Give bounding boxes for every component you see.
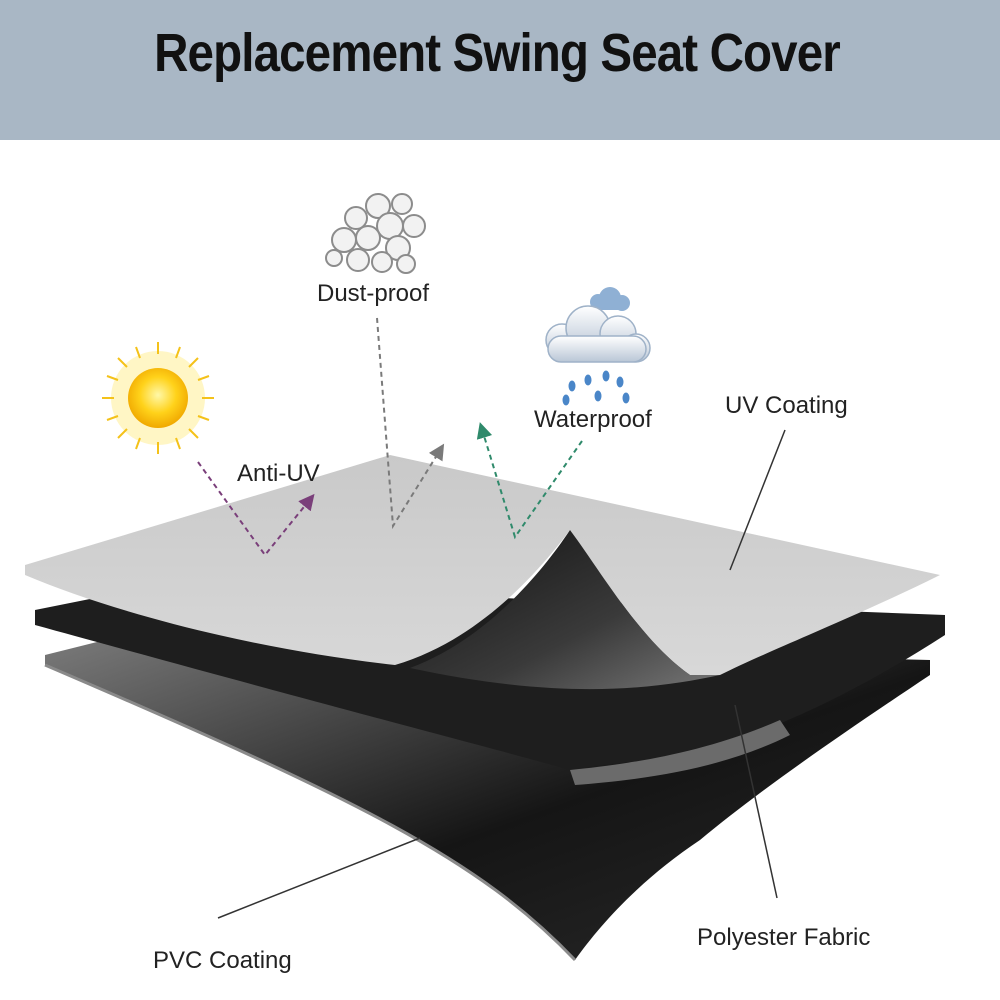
dust-cloud-icon [325,193,426,274]
page-title: Replacement Swing Seat Cover [154,23,841,83]
pvc-coating-label: PVC Coating [153,947,292,974]
waterproof-label: Waterproof [534,406,652,433]
rain-cloud-icon [545,287,651,406]
polyester-fabric-leader [734,704,778,899]
dust-proof-arrow [376,317,445,530]
curled-corner [410,530,720,690]
header-band [0,0,1000,140]
sun-icon [102,342,214,454]
uv-coating-layer [25,455,940,675]
anti-uv-arrow [197,461,315,557]
dust-proof-label: Dust-proof [317,280,429,307]
uv-coating-leader [729,429,786,571]
polyester-fabric-label: Polyester Fabric [697,924,870,951]
uv-coating-label: UV Coating [725,392,848,419]
pvc-coating-leader [217,837,421,919]
waterproof-arrow [476,422,583,540]
polyester-fabric-edge [570,720,790,785]
anti-uv-label: Anti-UV [237,460,320,487]
pvc-coating-edge [44,663,577,962]
